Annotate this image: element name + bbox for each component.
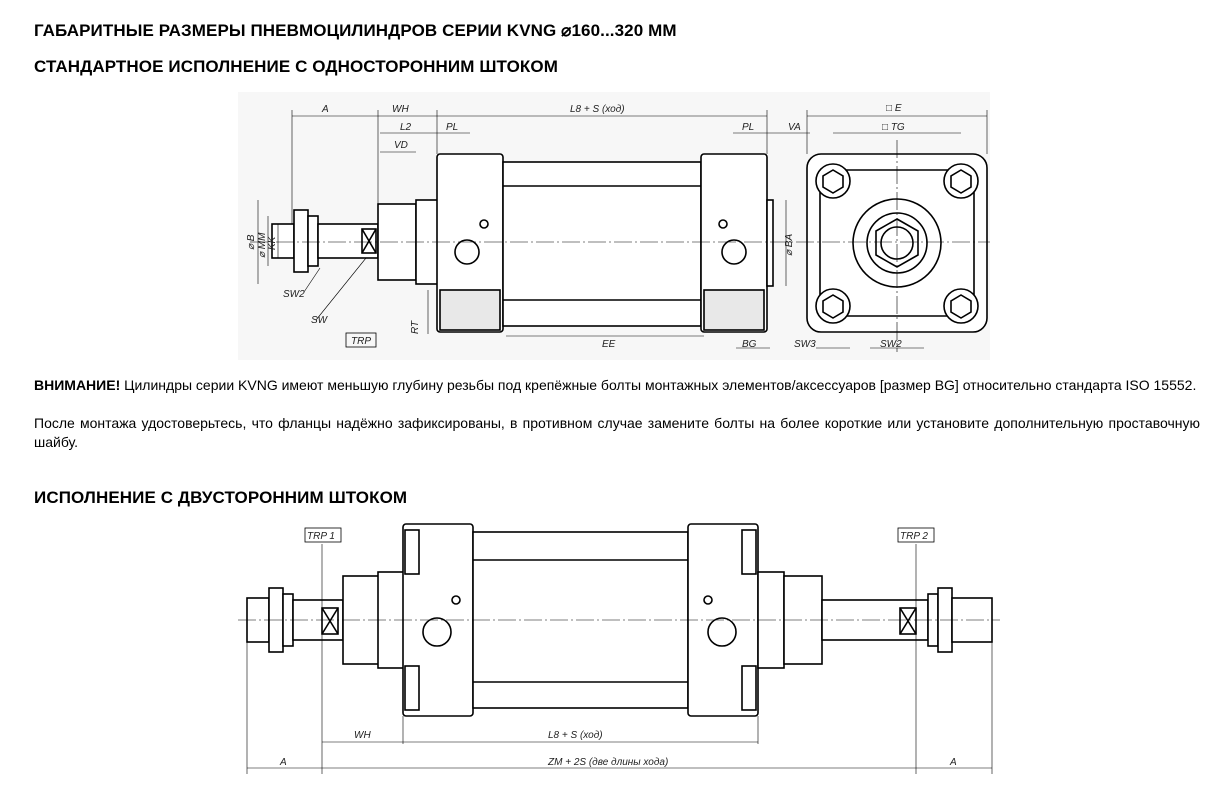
dim-SW3: SW3	[794, 339, 816, 350]
dim-WH: WH	[392, 104, 409, 115]
page-title: ГАБАРИТНЫЕ РАЗМЕРЫ ПНЕВМОЦИЛИНДРОВ СЕРИИ…	[34, 21, 677, 40]
mounting-note: После монтажа удостоверьтесь, что фланцы…	[34, 415, 1200, 450]
dim-VD: VD	[394, 140, 408, 151]
dim-WH-double: WH	[354, 730, 371, 741]
dim-L8S-double: L8 + S (ход)	[548, 730, 603, 741]
dim-SW2-end: SW2	[880, 339, 902, 350]
dim-TRP: TRP	[351, 336, 371, 347]
dim-KK: KK	[267, 235, 278, 250]
section-heading-standard: СТАНДАРТНОЕ ИСПОЛНЕНИЕ С ОДНОСТОРОННИМ Ш…	[34, 57, 558, 76]
dim-ZM: ZM + 2S (две длины хода)	[547, 757, 668, 768]
warning-text: Цилиндры серии KVNG имеют меньшую глубин…	[120, 377, 1197, 393]
section-heading-double: ИСПОЛНЕНИЕ С ДВУСТОРОННИМ ШТОКОМ	[34, 488, 408, 507]
dim-TG: □ TG	[882, 122, 905, 133]
dim-BG: BG	[742, 339, 757, 350]
warning-label: ВНИМАНИЕ!	[34, 377, 121, 393]
dim-BA: ⌀ BA	[784, 234, 795, 256]
dim-TRP1: TRP 1	[307, 531, 335, 542]
dim-SW2: SW2	[283, 289, 305, 300]
dim-TRP2: TRP 2	[900, 531, 928, 542]
warning-note: ВНИМАНИЕ! Цилиндры серии KVNG имеют мень…	[34, 376, 1200, 395]
dim-SW: SW	[311, 315, 329, 326]
dim-PL-left: PL	[446, 122, 458, 133]
dim-A-right: A	[949, 757, 957, 768]
dim-L2: L2	[400, 122, 412, 133]
dim-B: ⌀ B	[246, 234, 257, 250]
dim-PL-right: PL	[742, 122, 754, 133]
dim-A-left: A	[279, 757, 287, 768]
dim-E: □ E	[886, 103, 902, 114]
dim-MM: ⌀ MM	[257, 232, 268, 258]
dim-EE: EE	[602, 339, 616, 350]
dim-A: A	[321, 104, 329, 115]
trp-box	[345, 332, 377, 348]
dim-L8S: L8 + S (ход)	[570, 104, 625, 115]
dim-RT: RT	[410, 320, 421, 334]
dim-VA: VA	[788, 122, 801, 133]
